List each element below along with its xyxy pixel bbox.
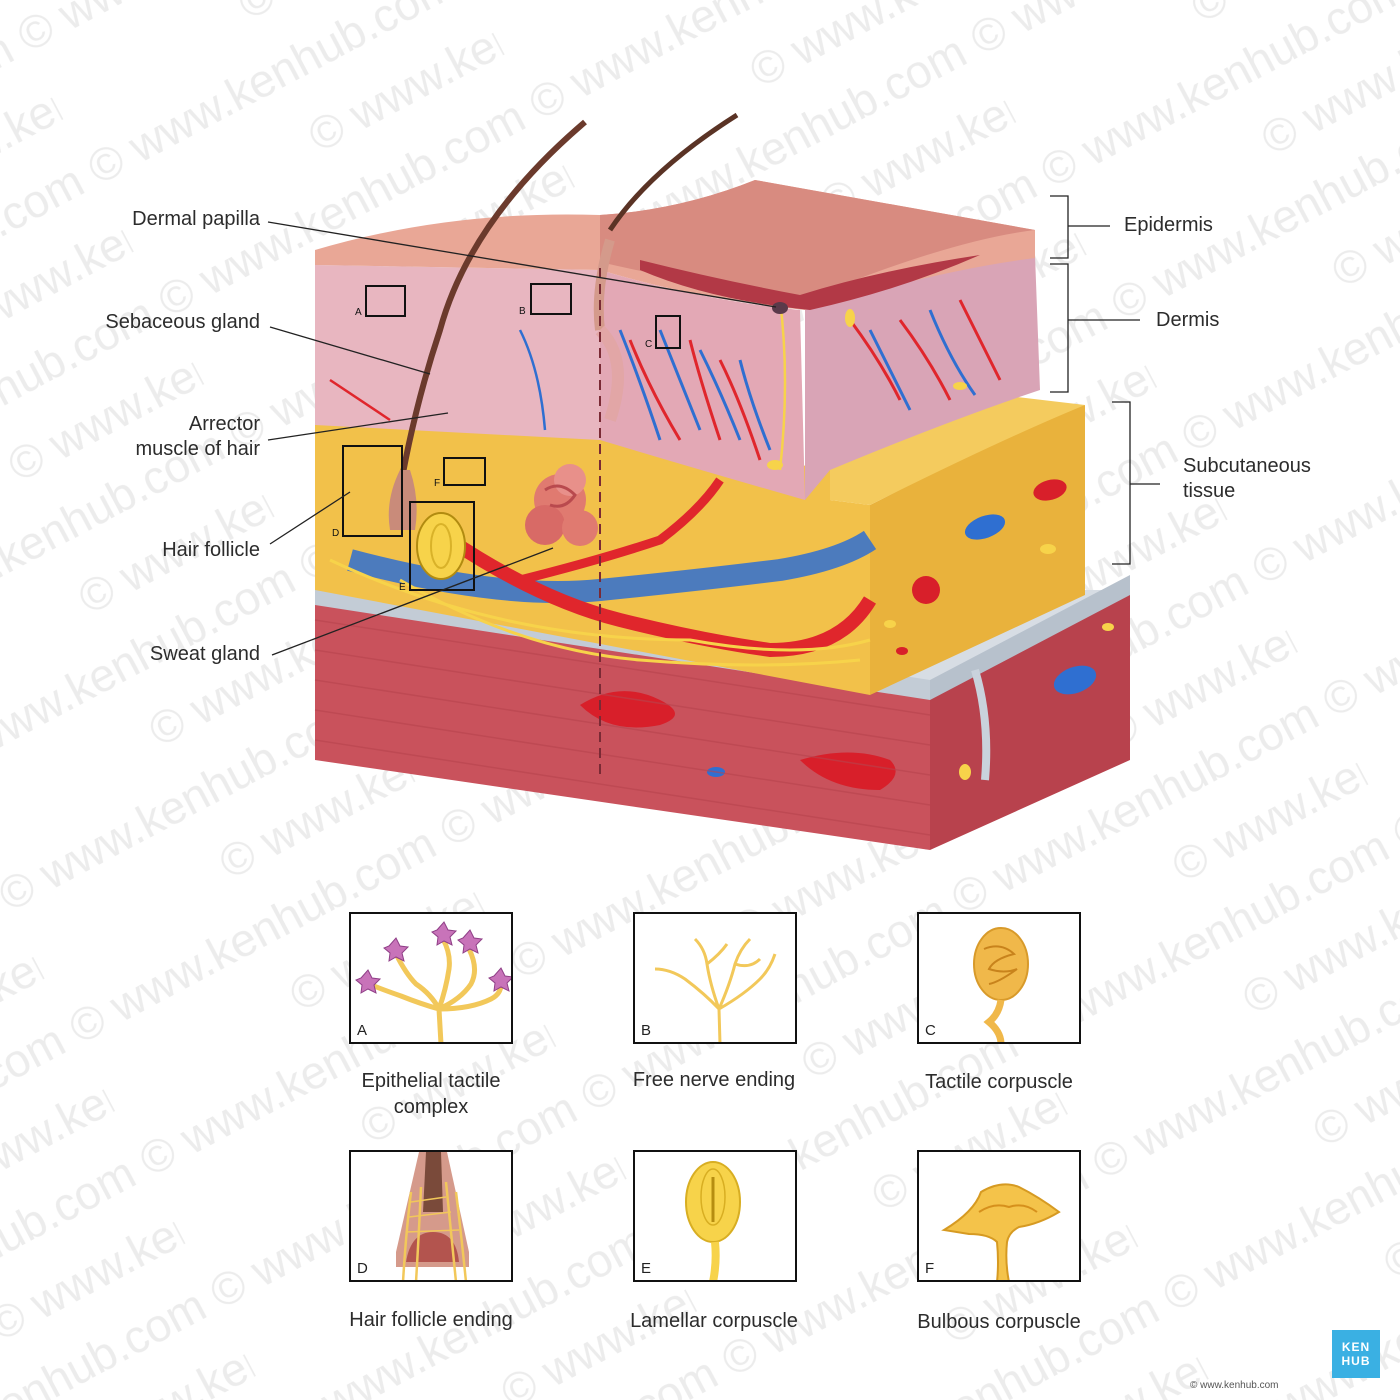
- label-epidermis: Epidermis: [1124, 214, 1213, 236]
- label-dermal-papilla: Dermal papilla: [132, 208, 260, 230]
- panel-f: F: [917, 1150, 1081, 1282]
- pacinian-corpuscle-icon: [685, 1161, 741, 1280]
- inset-letter-f: F: [434, 478, 440, 489]
- subcutaneous-layer: [315, 395, 1085, 695]
- label-arrector-line1: Arrector: [188, 413, 260, 435]
- panel-letter-d: D: [357, 1260, 368, 1277]
- hair-follicle-ending-icon: [396, 1152, 469, 1280]
- panel-letter-a: A: [357, 1022, 368, 1039]
- inset-letter-c: C: [645, 339, 652, 350]
- skin-cross-section: A B C D E F: [267, 112, 1160, 850]
- panel-d: D: [349, 1150, 513, 1282]
- panel-letter-c: C: [925, 1022, 936, 1039]
- inset-box-f: [443, 457, 486, 486]
- panel-letter-e: E: [641, 1260, 652, 1277]
- caption-b: Free nerve ending: [632, 1069, 796, 1091]
- caption-c: Tactile corpuscle: [925, 1071, 1073, 1093]
- dermis-layer: [315, 255, 1040, 500]
- leader-lines: [267, 195, 1160, 656]
- label-hair-follicle: Hair follicle: [162, 539, 260, 561]
- label-arrector-line2: muscle of hair: [135, 438, 261, 460]
- kenhub-logo: KEN HUB: [1332, 1330, 1380, 1378]
- epidermis-layer: [315, 180, 1035, 314]
- label-subcutaneous-line2: tissue: [1183, 480, 1236, 502]
- sweat-gland-coil: [525, 464, 598, 546]
- label-dermis: Dermis: [1156, 309, 1220, 331]
- logo-line2: HUB: [1341, 1354, 1371, 1368]
- inset-box-c: [655, 315, 681, 349]
- logo-line1: KEN: [1341, 1340, 1371, 1354]
- label-sebaceous-gland: Sebaceous gland: [105, 311, 260, 333]
- meissner-corpuscle-icon: [973, 927, 1029, 1042]
- bulbous-corpuscle-icon: [941, 1183, 1061, 1280]
- panel-c: C: [917, 912, 1081, 1044]
- inset-box-d: [342, 445, 403, 537]
- caption-a-line1: Epithelial tactile: [361, 1070, 501, 1092]
- panel-letter-f: F: [925, 1260, 935, 1277]
- panel-a: A: [349, 912, 513, 1044]
- inset-letter-e: E: [399, 582, 406, 593]
- free-nerve-ending-icon: [654, 937, 777, 1042]
- panel-letter-b: B: [641, 1022, 652, 1039]
- label-sweat-gland: Sweat gland: [149, 643, 260, 665]
- copyright-text: © www.kenhub.com: [1190, 1380, 1279, 1391]
- inset-letter-b: B: [519, 306, 526, 317]
- panel-e: E: [633, 1150, 797, 1282]
- panel-b: B: [633, 912, 797, 1044]
- inset-box-a: [365, 285, 406, 317]
- label-arrector-muscle: Arrector muscle of hair: [60, 412, 261, 462]
- caption-a: Epithelial tactile complex: [311, 1068, 551, 1120]
- inset-letter-d: D: [332, 528, 339, 539]
- caption-f: Bulbous corpuscle: [917, 1311, 1081, 1333]
- caption-a-line2: complex: [393, 1096, 469, 1118]
- label-subcutaneous-tissue: Subcutaneous tissue: [1183, 454, 1311, 504]
- caption-d: Hair follicle ending: [349, 1309, 513, 1331]
- inset-box-b: [530, 283, 572, 315]
- inset-letter-a: A: [355, 307, 362, 318]
- caption-e: Lamellar corpuscle: [630, 1310, 798, 1332]
- label-subcutaneous-line1: Subcutaneous: [1183, 455, 1311, 477]
- merkel-disc-icon: [355, 921, 511, 1042]
